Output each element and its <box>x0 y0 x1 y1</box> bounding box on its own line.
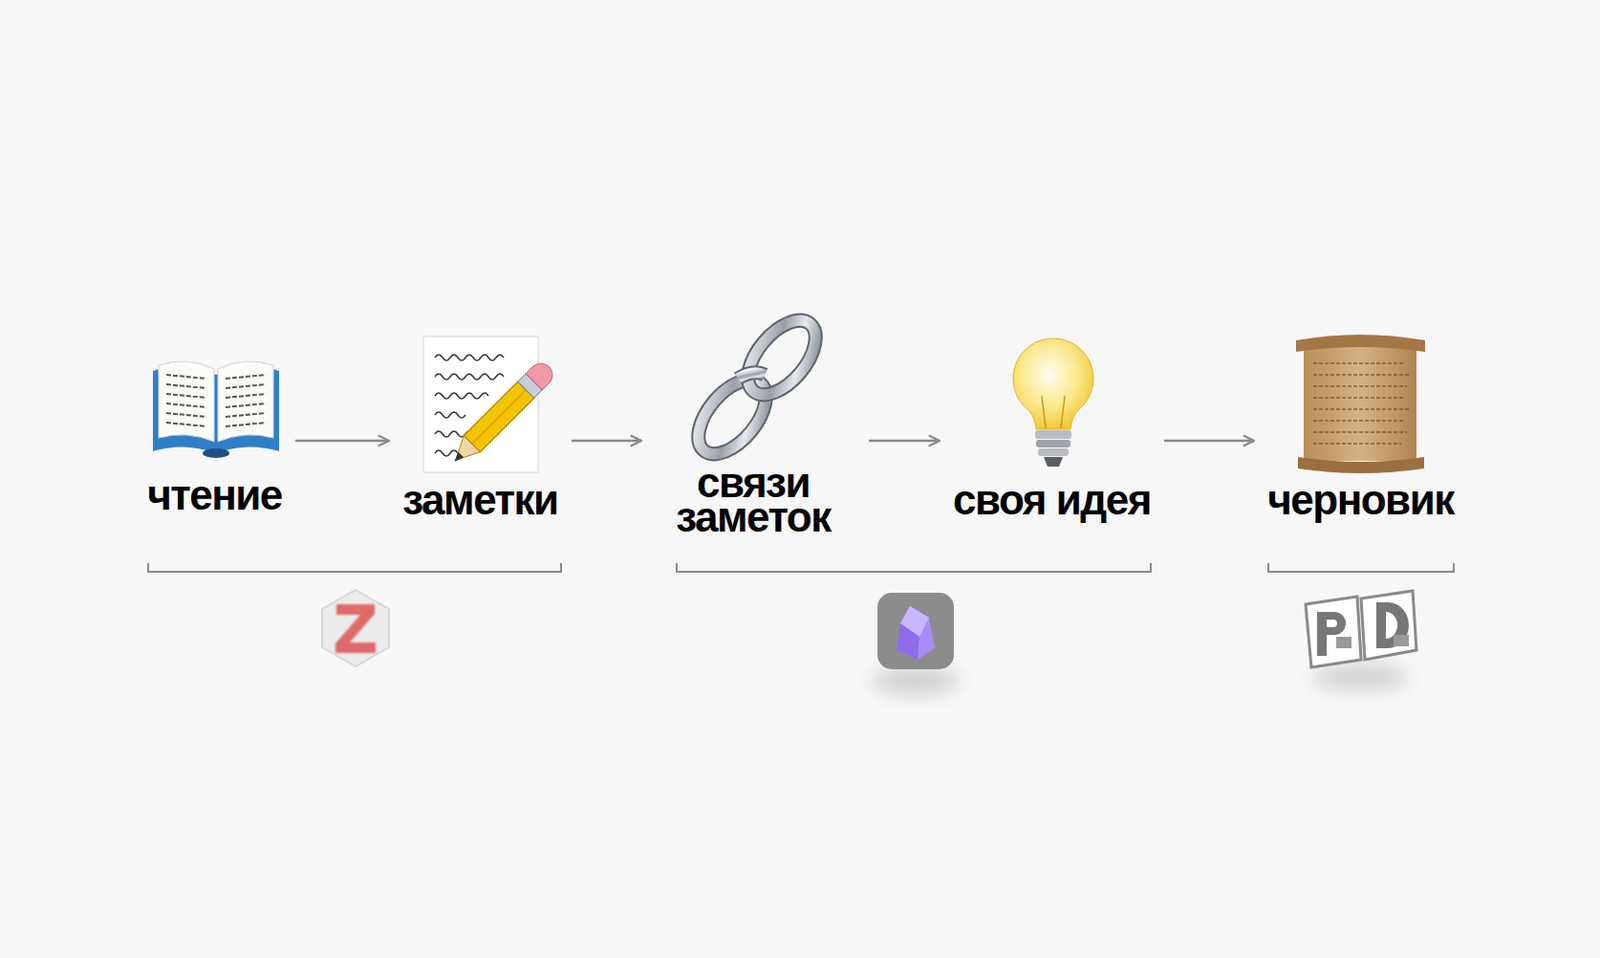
step-label: чтение <box>145 477 284 513</box>
scroll-icon <box>1296 334 1426 474</box>
zotero-logo <box>322 589 390 667</box>
notes-icon <box>423 336 558 473</box>
flow-arrow <box>295 439 390 443</box>
chain-icon <box>685 308 828 467</box>
step-node: черновик <box>1261 334 1460 521</box>
flow-arrow <box>868 439 940 443</box>
flow-arrow <box>571 439 642 443</box>
bracket <box>148 562 1454 572</box>
step-label: заметки <box>400 482 561 518</box>
bulb-icon <box>1013 338 1094 467</box>
step-node: связи заметок <box>648 334 862 539</box>
step-node: заметки <box>396 334 564 521</box>
step-label: своя идея <box>951 482 1153 518</box>
flow-arrow <box>1164 439 1255 443</box>
obsidian-logo <box>871 592 960 694</box>
pandoc-logo <box>1305 590 1417 691</box>
step-node: своя идея <box>947 334 1157 521</box>
book-icon <box>152 361 280 458</box>
step-label: связи заметок <box>652 465 854 535</box>
step-label: черновик <box>1265 482 1456 518</box>
step-node: чтение <box>141 334 288 517</box>
